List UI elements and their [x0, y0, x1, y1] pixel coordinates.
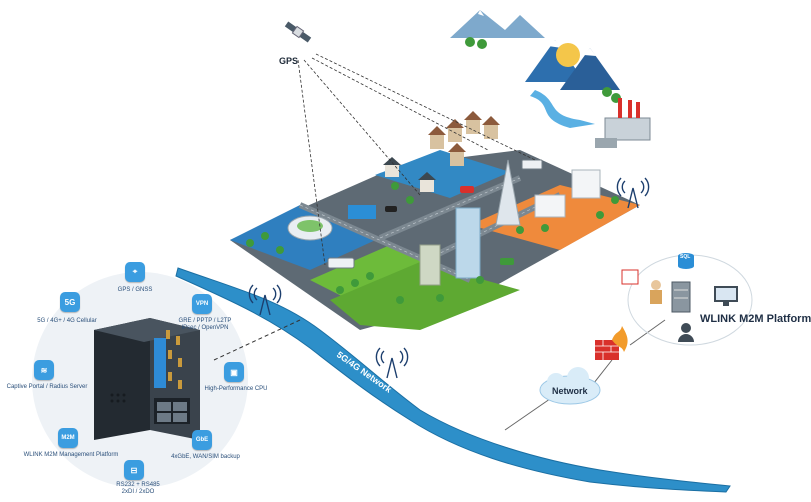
database-icon — [678, 253, 694, 269]
office-tower — [455, 207, 481, 279]
feature-label-cpu: High-Performance CPU — [204, 386, 268, 392]
tall-building — [419, 244, 441, 286]
bus — [327, 257, 355, 269]
car-green — [500, 258, 514, 265]
billboard — [348, 205, 376, 219]
sail-tower — [495, 159, 521, 226]
feature-label-wifi: Captive Portal / Radius Server — [6, 384, 88, 390]
zone-blue-top — [375, 150, 510, 198]
hospital — [571, 169, 601, 199]
truck — [521, 159, 543, 170]
mountains-landscape — [450, 10, 621, 128]
analyst-icon — [621, 269, 662, 304]
monitor-icon — [714, 286, 738, 306]
user-icon — [678, 323, 694, 342]
feature-label-serial: RS232 + RS485 2xDI / 2xDO — [116, 482, 160, 495]
zone-green-low — [330, 262, 520, 330]
antenna-river-left — [248, 284, 282, 316]
platform-label: WLINK M2M Platform — [700, 313, 811, 325]
map-pin-icon: ⌖ — [125, 262, 145, 282]
car-red — [460, 186, 474, 193]
feature-label-gbe: 4xGbE, WAN/SIM backup — [171, 454, 240, 460]
ethernet-icon: GbE — [192, 430, 212, 450]
feature-label-cellular: 5G / 4G+ / 4G Cellular — [37, 318, 97, 324]
wifi-icon: ≋ — [34, 360, 54, 380]
gps-satellite — [284, 21, 312, 43]
serial-port-icon: ⊟ — [124, 460, 144, 480]
network-cloud-label: Network — [552, 386, 589, 396]
vpn-key-icon: VPN — [192, 294, 212, 314]
houses — [383, 111, 500, 192]
cpu-icon: ▣ — [224, 362, 244, 382]
feature-label-vpn: GRE / PPTP / L2TP IPsec / OpenVPN — [178, 318, 232, 331]
5g-icon: 5G — [60, 292, 80, 312]
feature-label-m2m: WLINK M2M Management Platform — [23, 452, 119, 458]
network-cloud — [539, 367, 601, 405]
link-device-city — [213, 319, 301, 361]
feature-label-gps: GPS / GNSS — [117, 287, 153, 293]
gps-rays — [297, 53, 536, 266]
trees — [246, 182, 619, 304]
factory — [595, 98, 651, 148]
car-black — [385, 206, 397, 212]
antenna-city — [616, 177, 650, 209]
cloud-m2m-icon: M2M — [58, 428, 78, 448]
database-label: SQL — [680, 254, 690, 260]
firewall-icon — [595, 326, 628, 360]
antenna-river-mid — [375, 347, 409, 379]
router-device — [94, 318, 200, 440]
server-icon — [671, 281, 691, 313]
gps-label: GPS — [279, 56, 299, 66]
network-river — [175, 267, 731, 493]
